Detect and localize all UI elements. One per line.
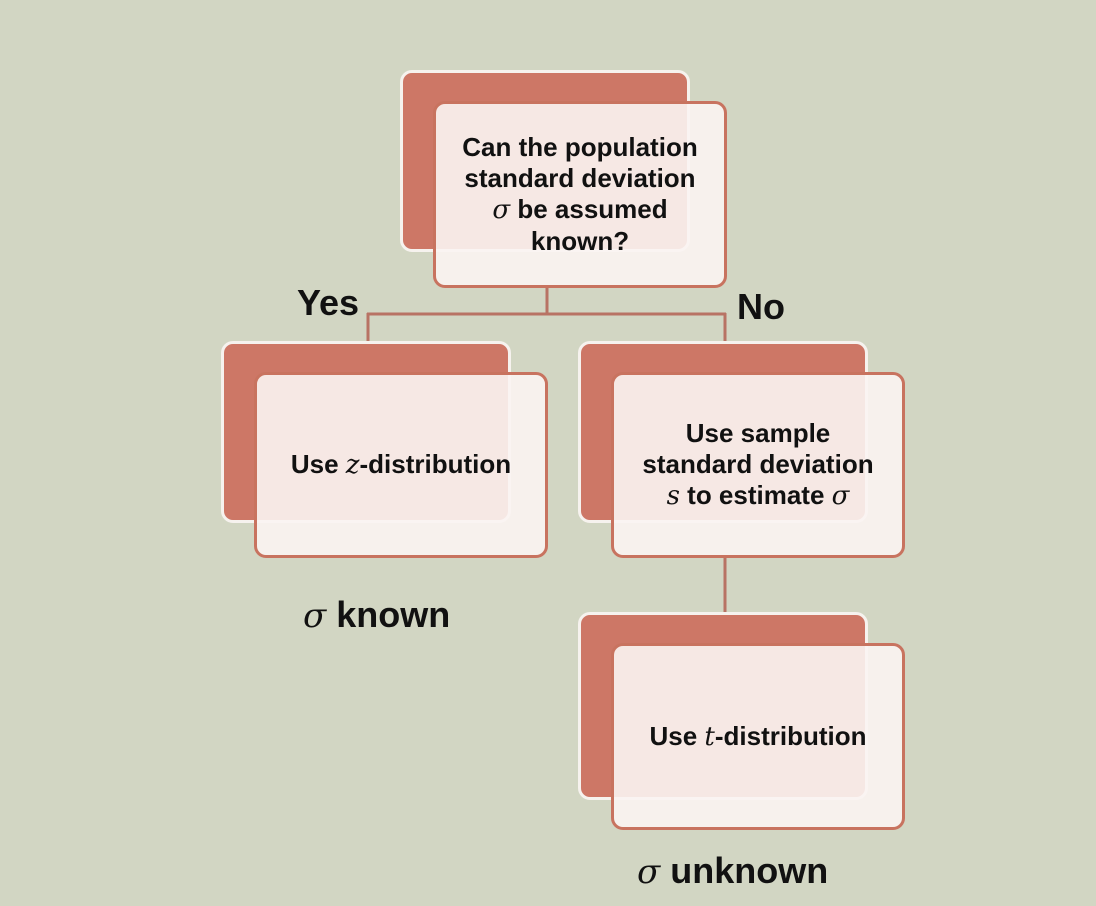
s-symbol: s bbox=[666, 481, 680, 511]
root-line-4: known? bbox=[530, 226, 630, 256]
sigma-symbol: σ bbox=[637, 852, 661, 892]
root-question-text: Can the population standard deviation σ … bbox=[462, 132, 697, 257]
no-label: No bbox=[737, 286, 785, 327]
z-suffix: -distribution bbox=[359, 449, 512, 479]
sigma-unknown-caption: σ unknown bbox=[637, 850, 828, 893]
root-line-3-text: be assumed bbox=[510, 194, 668, 224]
sigma-symbol: σ bbox=[303, 596, 327, 636]
z-node-front: Use z-distribution bbox=[254, 372, 548, 558]
t-suffix: -distribution bbox=[714, 720, 867, 751]
t-node-front: Use t-distribution bbox=[611, 643, 905, 830]
sigma-symbol: σ bbox=[831, 481, 850, 511]
z-prefix: Use bbox=[290, 449, 346, 479]
root-line-2: standard deviation bbox=[464, 163, 696, 193]
sample-line-3: s to estimate σ bbox=[642, 480, 873, 512]
yes-label: Yes bbox=[297, 282, 360, 323]
known-text: known bbox=[326, 594, 451, 635]
sample-line-2: standard deviation bbox=[642, 449, 874, 479]
z-node-text: Use z-distribution bbox=[291, 449, 511, 481]
sample-line-1: Use sample bbox=[685, 418, 831, 448]
t-node-text: Use t-distribution bbox=[649, 721, 866, 753]
root-node-front: Can the population standard deviation σ … bbox=[433, 101, 727, 288]
sample-node-front: Use sample standard deviation s to estim… bbox=[611, 372, 905, 558]
z-symbol: z bbox=[345, 450, 360, 480]
t-prefix: Use bbox=[649, 720, 705, 751]
root-line-1: Can the population bbox=[462, 132, 698, 162]
unknown-text: unknown bbox=[660, 850, 829, 891]
sigma-symbol: σ bbox=[492, 195, 511, 225]
sample-node-text: Use sample standard deviation s to estim… bbox=[642, 418, 873, 512]
t-symbol: t bbox=[704, 721, 715, 752]
sample-line-3-text: to estimate bbox=[679, 480, 832, 510]
root-line-3: σ be assumed bbox=[462, 194, 697, 226]
sigma-known-caption: σ known bbox=[303, 594, 450, 637]
